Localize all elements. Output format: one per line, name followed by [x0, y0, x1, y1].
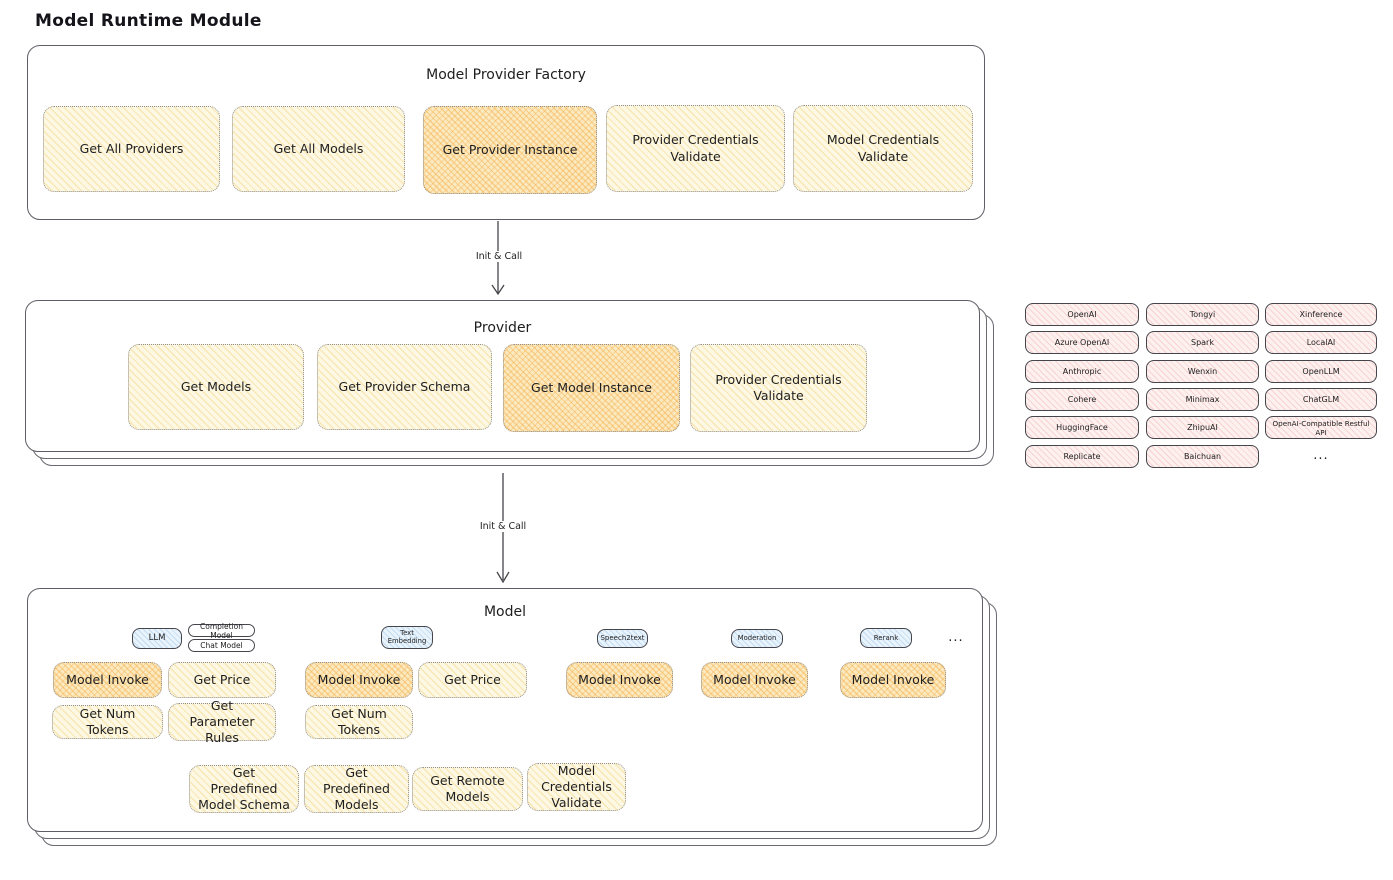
node-get-provider-schema: Get Provider Schema — [317, 344, 492, 430]
node-text-embedding-get-num-tokens: Get Num Tokens — [305, 705, 413, 739]
node-get-remote-models: Get Remote Models — [412, 767, 523, 811]
node-provider-credentials-validate: Provider Credentials Validate — [690, 344, 867, 432]
node-text-embedding-model-invoke: Model Invoke — [305, 662, 413, 698]
node-moderation-model-invoke: Model Invoke — [701, 662, 808, 698]
provider-chip-openai-compatible: OpenAI-Compatible Restful API — [1265, 416, 1377, 439]
init-call-label-1: Init & Call — [469, 251, 529, 262]
provider-chip-replicate: Replicate — [1025, 445, 1139, 468]
provider-chip-anthropic: Anthropic — [1025, 360, 1139, 383]
node-model-credentials-validate: Model Credentials Validate — [527, 763, 626, 811]
node-get-predefined-models: Get Predefined Models — [304, 765, 409, 813]
model-type-badge-chat-model: Chat Model — [188, 639, 255, 652]
provider-chip-localai: LocalAI — [1265, 331, 1377, 354]
node-text-embedding-get-price: Get Price — [418, 662, 527, 698]
node-get-models: Get Models — [128, 344, 304, 430]
model-type-more-ellipsis: ... — [948, 630, 964, 645]
provider-chip-huggingface: HuggingFace — [1025, 416, 1139, 439]
node-get-predefined-model-schema: Get Predefined Model Schema — [189, 765, 299, 813]
provider-more-ellipsis: ... — [1313, 448, 1329, 463]
provider-chip-wenxin: Wenxin — [1146, 360, 1259, 383]
provider-chip-azure-openai: Azure OpenAI — [1025, 331, 1139, 354]
model-type-badge-rerank: Rerank — [860, 628, 912, 648]
model-provider-factory-title: Model Provider Factory — [426, 67, 586, 83]
node-get-provider-instance: Get Provider Instance — [423, 106, 597, 194]
model-type-badge-completion-model: Completion Model — [188, 622, 255, 640]
provider-chip-minimax: Minimax — [1146, 388, 1259, 411]
node-rerank-model-invoke: Model Invoke — [840, 662, 946, 698]
node-speech2text-model-invoke: Model Invoke — [566, 662, 673, 698]
provider-chip-baichuan: Baichuan — [1146, 445, 1259, 468]
node-get-model-instance: Get Model Instance — [503, 344, 680, 432]
provider-chip-spark: Spark — [1146, 331, 1259, 354]
node-provider-credentials-validate-factory: Provider Credentials Validate — [606, 105, 785, 192]
provider-chip-cohere: Cohere — [1025, 388, 1139, 411]
model-type-badge-speech2text: Speech2text — [597, 629, 648, 648]
model-type-badge-text-embedding: Text Embedding — [381, 626, 433, 649]
provider-chip-zhipuai: ZhipuAI — [1146, 416, 1259, 439]
page-title: Model Runtime Module — [35, 11, 262, 31]
node-model-credentials-validate-factory: Model Credentials Validate — [793, 105, 973, 192]
model-type-badge-llm: LLM — [132, 628, 182, 649]
provider-chip-tongyi: Tongyi — [1146, 303, 1259, 326]
provider-chip-chatglm: ChatGLM — [1265, 388, 1377, 411]
model-title: Model — [483, 604, 527, 620]
node-llm-get-num-tokens: Get Num Tokens — [52, 705, 163, 739]
init-call-label-2: Init & Call — [473, 521, 533, 532]
provider-title: Provider — [473, 320, 532, 336]
node-llm-model-invoke: Model Invoke — [53, 662, 162, 698]
node-llm-get-parameter-rules: Get Parameter Rules — [168, 698, 276, 745]
provider-chip-xinference: Xinference — [1265, 303, 1377, 326]
node-llm-get-price: Get Price — [168, 662, 276, 698]
node-get-all-models: Get All Models — [232, 106, 405, 192]
provider-chip-openllm: OpenLLM — [1265, 360, 1377, 383]
node-get-all-providers: Get All Providers — [43, 106, 220, 192]
model-type-badge-moderation: Moderation — [731, 629, 783, 648]
provider-chip-openai: OpenAI — [1025, 303, 1139, 326]
